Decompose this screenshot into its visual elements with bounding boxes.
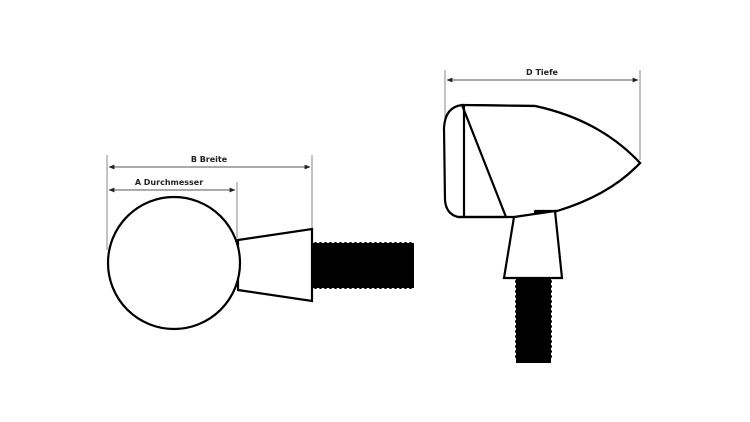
lamp-head-circle xyxy=(106,195,242,331)
housing-top-curve xyxy=(461,103,642,213)
dimension-d-tiefe: D Tiefe xyxy=(446,68,639,83)
label-b-breite: B Breite xyxy=(191,155,228,164)
tapered-neck-vertical xyxy=(502,209,564,280)
threaded-bolt-horizontal xyxy=(313,242,414,289)
side-view: D Tiefe xyxy=(442,68,642,363)
front-view: B Breite A Durchmesser xyxy=(106,155,414,331)
dimension-b-breite: B Breite xyxy=(108,155,311,170)
dimension-a-durchmesser: A Durchmesser xyxy=(108,178,236,193)
label-d-tiefe: D Tiefe xyxy=(526,68,559,77)
label-a-durchmesser: A Durchmesser xyxy=(135,178,203,187)
tapered-neck xyxy=(236,227,314,303)
threaded-bolt-vertical xyxy=(515,279,552,363)
